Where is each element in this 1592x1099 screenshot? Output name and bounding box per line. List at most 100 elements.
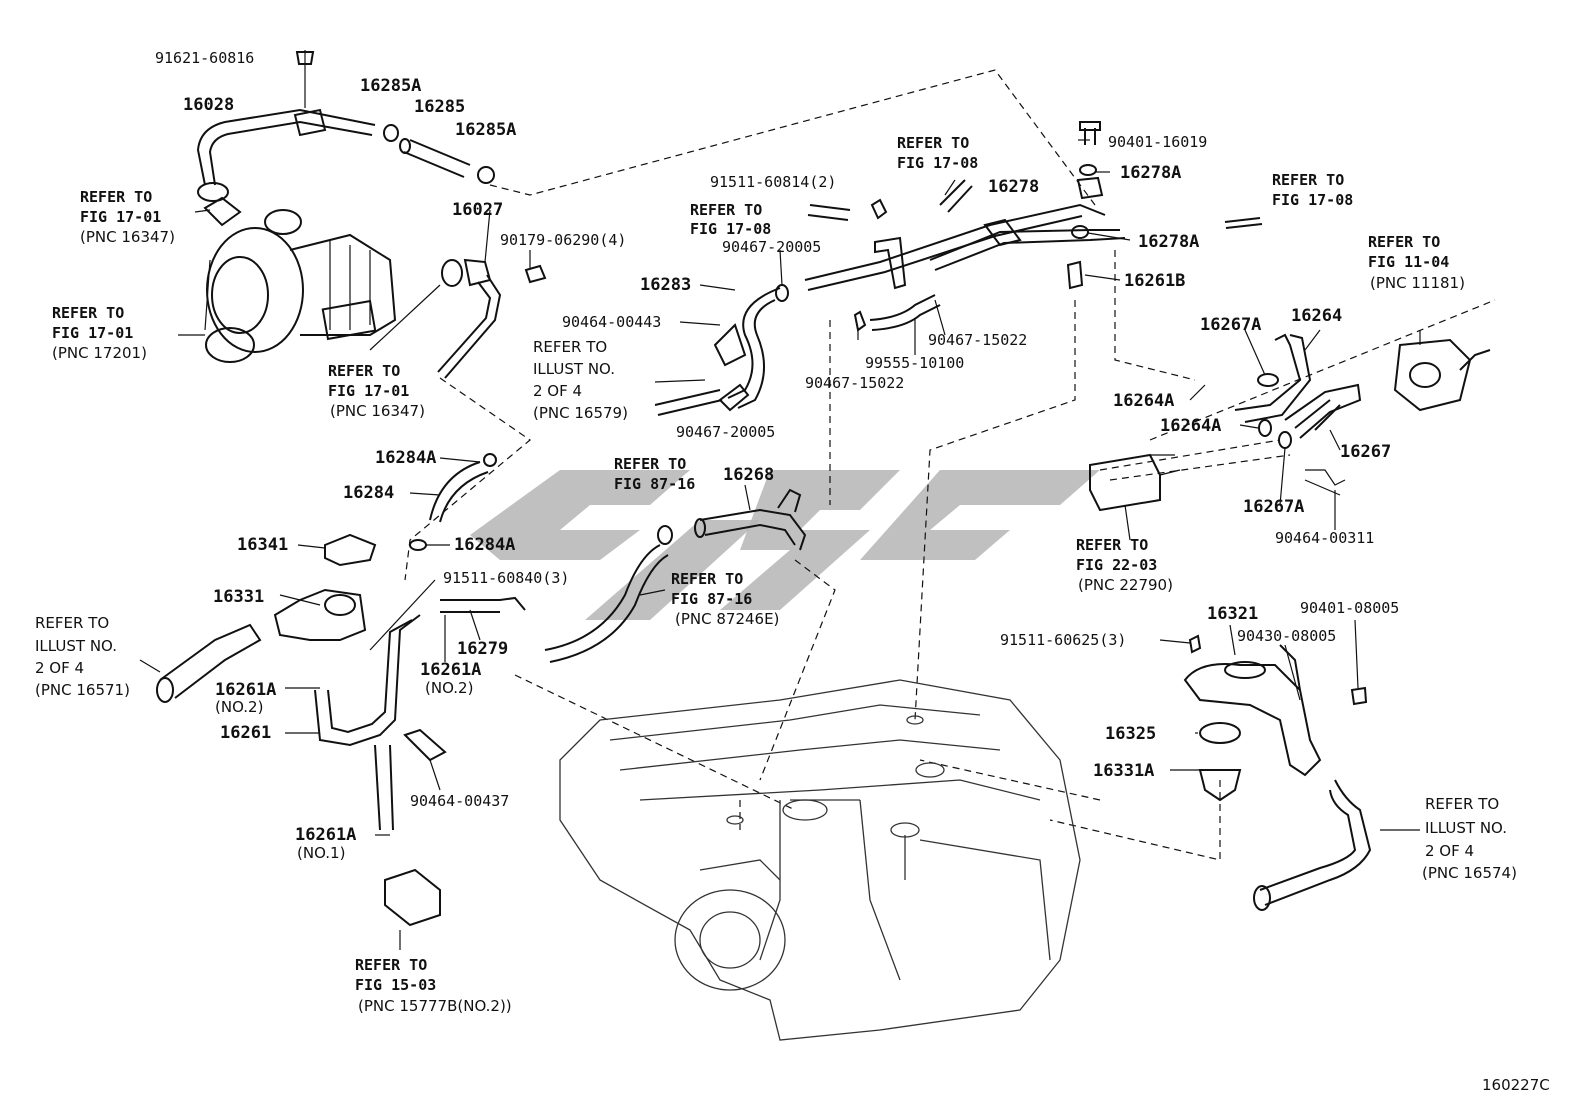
part-16264A-2: 16264A (1160, 416, 1221, 436)
part-16325: 16325 (1105, 724, 1156, 744)
ref-17-08-b-l2: FIG 17-08 (897, 154, 978, 172)
part-90464-00311: 90464-00311 (1275, 529, 1374, 547)
pipe-16027 (437, 258, 547, 379)
engine-block-outline (559, 679, 1081, 1041)
part-16278: 16278 (988, 177, 1039, 197)
ref-17-01-16347-a-l2: FIG 17-01 (80, 208, 161, 226)
part-16261A-no1: 16261A (295, 825, 356, 845)
ref-17-01-17201-l3: (PNC 17201) (52, 344, 147, 362)
ref-16571-l3: 2 OF 4 (35, 659, 84, 677)
turbocharger-illustration (204, 209, 397, 363)
clamp-90464-437 (403, 728, 447, 762)
part-16264A-1: 16264A (1113, 391, 1174, 411)
hose-16283 (713, 284, 789, 412)
component-15777B (384, 868, 441, 927)
clamp-fig87-16 (657, 525, 673, 545)
part-91511-60625: 91511-60625(3) (1000, 631, 1126, 649)
ref-16571-l2: ILLUST NO. (35, 637, 117, 655)
outlet-16331 (273, 588, 367, 641)
thermostat-housing-16321 (1183, 644, 1322, 777)
pipe-fig17-08-b (939, 179, 973, 213)
water-pipe-16278 (804, 121, 1126, 291)
component-11181 (1393, 338, 1491, 412)
ref-16574-l4: (PNC 16574) (1422, 864, 1517, 882)
hose-16571-end (156, 677, 174, 703)
ref-17-01-16347-b-l2: FIG 17-01 (328, 382, 409, 400)
reference-notes: REFER TO FIG 17-01 (PNC 16347) REFER TO … (35, 134, 1517, 1015)
ref-16579-l1: REFER TO (533, 338, 607, 356)
pipe-fig17-08-c (1224, 217, 1263, 229)
ref-17-08-a-l1: REFER TO (690, 201, 762, 219)
hose-16285 (383, 124, 495, 184)
pipe-16028 (196, 50, 376, 202)
ref-17-08-a-l2: FIG 17-08 (690, 220, 771, 238)
part-16278A-2: 16278A (1138, 232, 1199, 252)
ref-16574-l1: REFER TO (1425, 795, 1499, 813)
bolt-91511-625 (1188, 634, 1202, 654)
part-99555-10100: 99555-10100 (865, 354, 964, 372)
hose-16284 (409, 453, 497, 551)
part-91621-60816: 91621-60816 (155, 49, 254, 67)
gasket-turbo (203, 196, 242, 227)
part-16284A-1: 16284A (375, 448, 436, 468)
thermostat-16331A (1198, 769, 1242, 802)
part-91511-60814: 91511-60814(2) (710, 173, 836, 191)
watermark-logo (470, 470, 1100, 620)
ref-17-01-16347-a-l3: (PNC 16347) (80, 228, 175, 246)
part-labels: 91621-60816 16028 16285A 16285 16285A 16… (155, 49, 1399, 862)
hose-99555 (869, 294, 941, 331)
ref-22-03-l1: REFER TO (1076, 536, 1148, 554)
ref-16579-l3: 2 OF 4 (533, 382, 582, 400)
ref-11-04-l1: REFER TO (1368, 233, 1440, 251)
ref-22-03-l2: FIG 22-03 (1076, 556, 1157, 574)
part-90464-00443: 90464-00443 (562, 313, 661, 331)
part-16261A-no1-sub: (NO.1) (297, 844, 345, 862)
part-90430-08005: 90430-08005 (1237, 627, 1336, 645)
hose-16571 (159, 623, 262, 699)
ref-15-03-l1: REFER TO (355, 956, 427, 974)
ref-17-08-b-l1: REFER TO (897, 134, 969, 152)
part-90467-20005-a: 90467-20005 (722, 238, 821, 256)
bolt-91511-814 (870, 198, 888, 220)
ref-16579-l4: (PNC 16579) (533, 404, 628, 422)
part-16267A-2: 16267A (1243, 497, 1304, 517)
part-16284: 16284 (343, 483, 394, 503)
part-16261A-no2-a: 16261A (420, 660, 481, 680)
pipe-16579 (654, 389, 723, 416)
part-16027: 16027 (452, 200, 503, 220)
part-16028: 16028 (183, 95, 234, 115)
part-90467-15022-a: 90467-15022 (805, 374, 904, 392)
part-16285: 16285 (414, 97, 465, 117)
hose-16574 (1259, 779, 1372, 906)
part-16261A-no2-b: 16261A (215, 680, 276, 700)
ref-17-08-c-l2: FIG 17-08 (1272, 191, 1353, 209)
ref-11-04-l3: (PNC 11181) (1370, 274, 1465, 292)
pipe-16261-down (374, 744, 394, 831)
ref-15-03-l3: (PNC 15777B(NO.2)) (358, 997, 512, 1015)
part-90401-16019: 90401-16019 (1108, 133, 1207, 151)
part-16341: 16341 (237, 535, 288, 555)
part-16264: 16264 (1291, 306, 1342, 326)
part-16261: 16261 (220, 723, 271, 743)
gasket-16325 (1199, 722, 1241, 744)
ref-87-16-a-l2: FIG 87-16 (614, 475, 695, 493)
part-16283: 16283 (640, 275, 691, 295)
ref-16571-l1: REFER TO (35, 614, 109, 632)
ref-17-08-c-l1: REFER TO (1272, 171, 1344, 189)
pipe-16279 (440, 596, 526, 613)
ref-87-16-b-l1: REFER TO (671, 570, 743, 588)
part-90467-20005-b: 90467-20005 (676, 423, 775, 441)
hose-87246E (544, 544, 669, 663)
part-16261A-no2-a-sub: (NO.2) (425, 679, 473, 697)
part-16261B: 16261B (1124, 271, 1185, 291)
ref-15-03-l2: FIG 15-03 (355, 976, 436, 994)
part-16321: 16321 (1207, 604, 1258, 624)
ref-87-16-b-l3: (PNC 87246E) (675, 610, 779, 628)
ref-17-01-16347-a-l1: REFER TO (80, 188, 152, 206)
ref-17-01-16347-b-l3: (PNC 16347) (330, 402, 425, 420)
ref-16579-l2: ILLUST NO. (533, 360, 615, 378)
hoses-16264-16267 (1234, 333, 1362, 496)
part-90467-15022-b: 90467-15022 (928, 331, 1027, 349)
clamp-90467-a (853, 310, 867, 332)
